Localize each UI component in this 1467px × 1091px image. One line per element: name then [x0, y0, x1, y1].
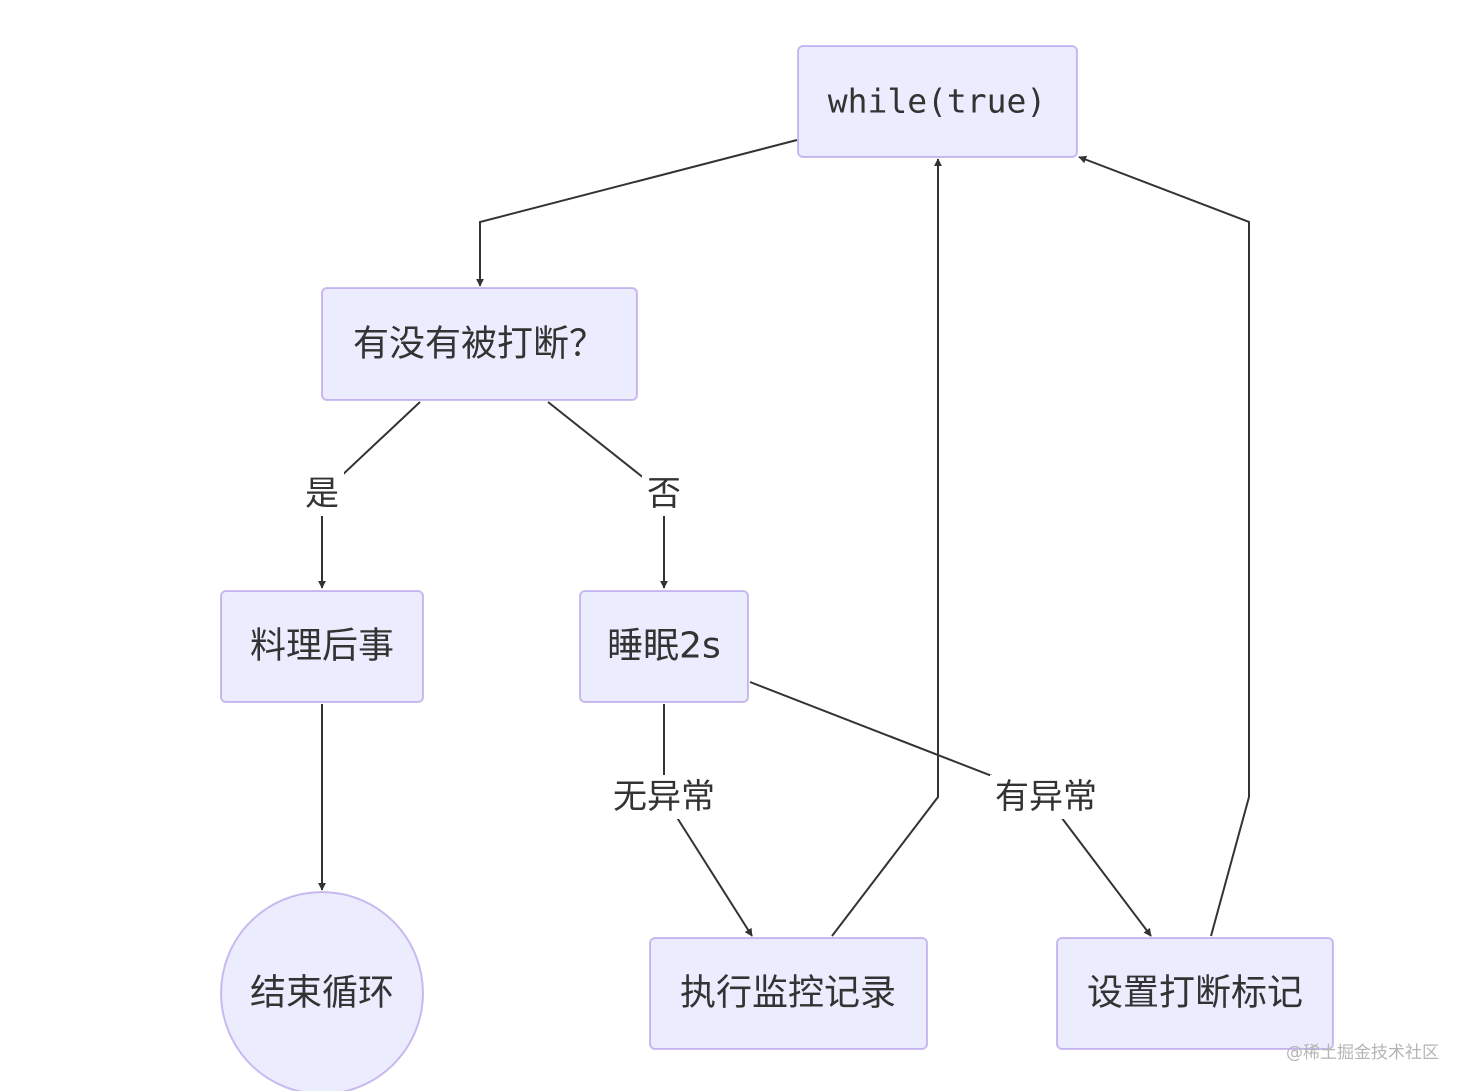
node-record: 执行监控记录	[649, 937, 928, 1050]
svg-text:设置打断标记: 设置打断标记	[1087, 973, 1303, 1014]
svg-text:有异常: 有异常	[995, 777, 1097, 817]
svg-text:有没有被打断？: 有没有被打断？	[353, 324, 605, 365]
svg-text:料理后事: 料理后事	[250, 626, 394, 667]
edge-loop-to-check	[476, 139, 798, 287]
node-end-loop: 结束循环	[220, 891, 424, 1091]
edge-record-to-loop	[831, 158, 942, 937]
svg-text:while(true): while(true)	[828, 82, 1047, 121]
svg-text:无异常: 无异常	[613, 777, 715, 817]
edge-sleep-to-record	[663, 704, 753, 937]
edge-label-no-exception: 无异常	[608, 775, 720, 819]
edge-label-no: 否	[642, 472, 686, 516]
svg-text:执行监控记录: 执行监控记录	[680, 973, 896, 1014]
svg-text:结束循环: 结束循环	[250, 973, 394, 1014]
node-interrupted-check: 有没有被打断？	[321, 287, 638, 401]
node-cleanup: 料理后事	[220, 590, 424, 703]
svg-text:是: 是	[305, 474, 339, 514]
svg-text:否: 否	[647, 474, 681, 514]
edges	[318, 139, 1250, 937]
node-set-flag: 设置打断标记	[1056, 937, 1334, 1050]
edge-flag-to-loop	[1078, 155, 1250, 937]
svg-text:睡眠2s: 睡眠2s	[607, 626, 721, 667]
node-sleep: 睡眠2s	[579, 590, 749, 703]
edge-label-has-exception: 有异常	[990, 775, 1102, 819]
node-while-true: while(true)	[797, 45, 1078, 158]
edge-label-yes: 是	[300, 472, 344, 516]
watermark-text: @稀土掘金技术社区	[1286, 1043, 1439, 1063]
